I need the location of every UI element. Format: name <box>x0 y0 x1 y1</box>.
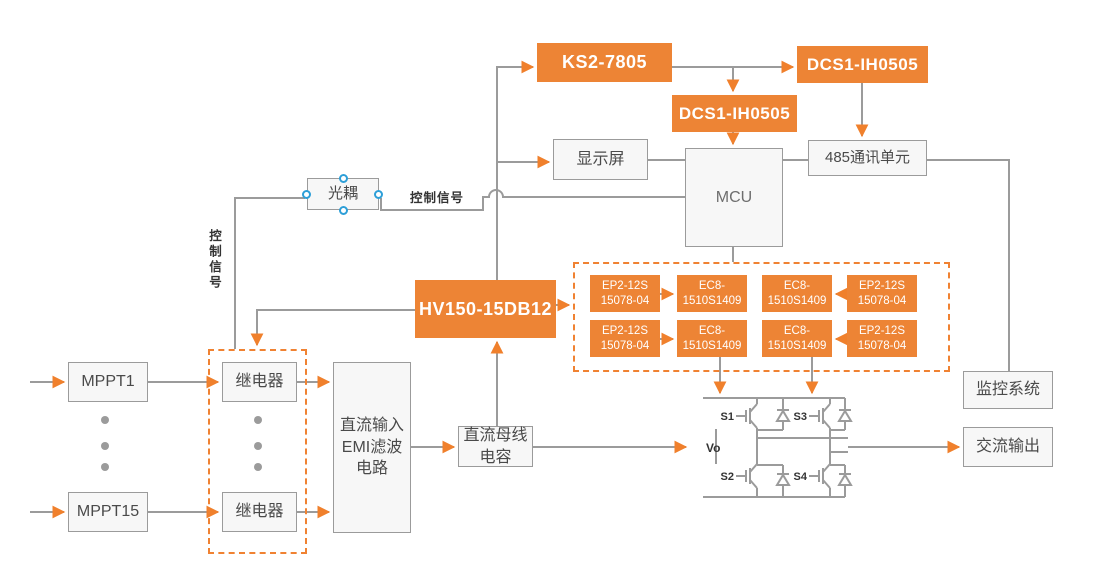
selection-handle-top[interactable] <box>339 174 348 183</box>
switch-label-s1: S1 <box>721 411 734 423</box>
block-emi-filter[interactable]: 直流输入 EMI滤波 电路 <box>333 362 411 533</box>
relay-group-frame <box>208 349 307 554</box>
module-dcs1-ih0505-top[interactable]: DCS1-IH0505 <box>797 46 928 83</box>
module-ep2-r1c4[interactable]: EP2-12S 15078-04 <box>847 275 917 312</box>
selection-handle-left[interactable] <box>302 190 311 199</box>
block-485-comm[interactable]: 485通讯单元 <box>808 140 927 176</box>
block-mppt1[interactable]: MPPT1 <box>68 362 148 402</box>
block-mcu[interactable]: MCU <box>685 148 783 247</box>
block-monitor-system[interactable]: 监控系统 <box>963 371 1053 409</box>
module-dcs1-ih0505-mid[interactable]: DCS1-IH0505 <box>672 95 797 132</box>
block-display[interactable]: 显示屏 <box>553 139 648 180</box>
igbt-h-bridge <box>703 397 853 498</box>
block-bus-capacitor[interactable]: 直流母线 电容 <box>458 426 533 467</box>
module-ec8-r1c3[interactable]: EC8- 1510S1409 <box>762 275 832 312</box>
control-signal-label-horizontal: 控制信号 <box>410 191 465 205</box>
block-ac-output[interactable]: 交流输出 <box>963 427 1053 467</box>
block-relay-top[interactable]: 继电器 <box>222 362 297 402</box>
switch-label-s2: S2 <box>721 471 734 483</box>
module-ec8-r2c2[interactable]: EC8- 1510S1409 <box>677 320 747 357</box>
block-mppt15[interactable]: MPPT15 <box>68 492 148 532</box>
module-ks2-7805[interactable]: KS2-7805 <box>537 43 672 82</box>
switch-label-s4: S4 <box>794 471 808 483</box>
gate-driver-group-frame <box>573 262 950 372</box>
selection-handle-bottom[interactable] <box>339 206 348 215</box>
selection-handle-right[interactable] <box>374 190 383 199</box>
module-ep2-r1c1[interactable]: EP2-12S 15078-04 <box>590 275 660 312</box>
module-ep2-r2c1[interactable]: EP2-12S 15078-04 <box>590 320 660 357</box>
ellipsis-dots <box>101 416 262 471</box>
switch-label-s3: S3 <box>794 411 807 423</box>
vo-label: Vo <box>706 441 720 455</box>
module-hv150-15db12[interactable]: HV150-15DB12 <box>415 280 556 338</box>
module-ec8-r2c3[interactable]: EC8- 1510S1409 <box>762 320 832 357</box>
module-ec8-r1c2[interactable]: EC8- 1510S1409 <box>677 275 747 312</box>
block-relay-bottom[interactable]: 继电器 <box>222 492 297 532</box>
module-ep2-r2c4[interactable]: EP2-12S 15078-04 <box>847 320 917 357</box>
control-signal-label-vertical: 控制信号 <box>207 229 221 291</box>
